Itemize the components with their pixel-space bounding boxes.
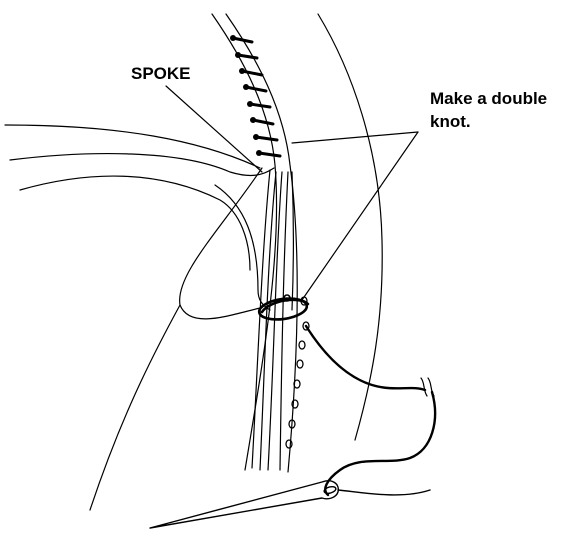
knot-leader-top <box>292 132 418 143</box>
spoke-body-curve <box>180 168 262 319</box>
spoke-label: SPOKE <box>131 64 191 84</box>
thread <box>306 326 425 390</box>
seam-strand-4 <box>280 172 288 470</box>
spoke-back-curve <box>5 125 260 168</box>
double-knot-label-line2: knot. <box>430 112 471 132</box>
knot-leader-bottom <box>302 132 418 300</box>
spoke-lower-outline <box>90 305 180 510</box>
double-knot-label-line1: Make a double <box>430 89 547 109</box>
rim-outer-edge <box>212 14 277 470</box>
seam-strand-3 <box>268 172 282 470</box>
seam-strand-5 <box>292 172 294 310</box>
thread-lower <box>325 392 435 495</box>
spoke-mid-edge <box>20 176 250 270</box>
rim-inner-edge <box>226 14 297 472</box>
needle <box>150 481 430 528</box>
cover-outer-edge <box>318 14 382 440</box>
